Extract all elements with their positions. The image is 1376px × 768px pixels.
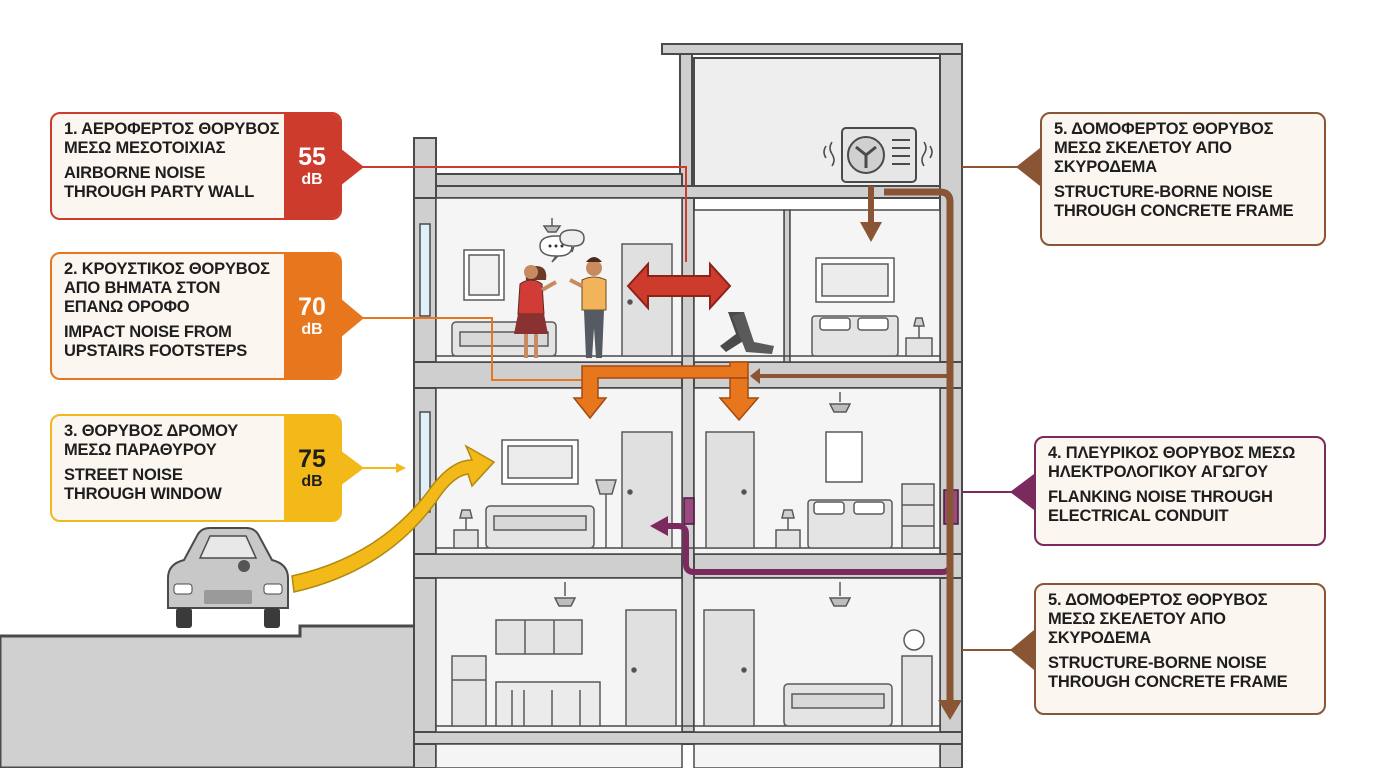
callout-impact-noise: 2. ΚΡΟΥΣΤΙΚΟΣ ΘΟΡΥΒΟΣ ΑΠΟ ΒΗΜΑΤΑ ΣΤΟΝ ΕΠ…: [50, 252, 342, 380]
living-room-lower: [703, 582, 933, 727]
callout-english-text: STRUCTURE-BORNE NOISE THROUGH CONCRETE F…: [1048, 654, 1288, 691]
ground: [0, 624, 418, 768]
decibel-unit: dB: [301, 320, 323, 338]
airborne-noise-path: [340, 166, 732, 311]
callout-greek-text: 5. ΔΟΜΟΦΕΡΤΟΣ ΘΟΡΥΒΟΣ ΜΕΣΩ ΣΚΕΛΕΤΟΥ ΑΠΟ …: [1054, 120, 1274, 176]
bedroom-middle: [705, 392, 935, 549]
callout-pointers: [340, 148, 1040, 670]
decibel-value: 75: [298, 444, 326, 473]
callout-english-text: AIRBORNE NOISE THROUGH PARTY WALL: [64, 164, 255, 201]
callout-greek-text: 3. ΘΟΡΥΒΟΣ ΔΡΟΜΟΥ ΜΕΣΩ ΠΑΡΑΘΥΡΟΥ: [64, 422, 239, 459]
callout-street-noise: 3. ΘΟΡΥΒΟΣ ΔΡΟΜΟΥ ΜΕΣΩ ΠΑΡΑΘΥΡΟΥ STREET …: [50, 414, 342, 522]
decibel-value: 55: [298, 142, 326, 171]
callout-structure-borne-noise-bottom: 5. ΔΟΜΟΦΕΡΤΟΣ ΘΟΡΥΒΟΣ ΜΕΣΩ ΣΚΕΛΕΤΟΥ ΑΠΟ …: [1034, 583, 1326, 715]
callout-greek-text: 2. ΚΡΟΥΣΤΙΚΟΣ ΘΟΡΥΒΟΣ ΑΠΟ ΒΗΜΑΤΑ ΣΤΟΝ ΕΠ…: [64, 260, 270, 316]
speech-bubble-icon: [539, 229, 585, 263]
decibel-badge: 70 dB: [284, 254, 340, 378]
decibel-value: 70: [298, 292, 326, 321]
air-conditioner-icon: [823, 127, 933, 183]
footsteps-icon: [720, 312, 774, 354]
callout-structure-borne-noise-top: 5. ΔΟΜΟΦΕΡΤΟΣ ΘΟΡΥΒΟΣ ΜΕΣΩ ΣΚΕΛΕΤΟΥ ΑΠΟ …: [1040, 112, 1326, 246]
decibel-badge: 75 dB: [284, 416, 340, 520]
callout-airborne-noise: 1. ΑΕΡΟΦΕΡΤΟΣ ΘΟΡΥΒΟΣ ΜΕΣΩ ΜΕΣΟΤΟΙΧΙΑΣ A…: [50, 112, 342, 220]
car-icon: [167, 527, 289, 628]
callout-english-text: IMPACT NOISE FROM UPSTAIRS FOOTSTEPS: [64, 323, 248, 360]
decibel-badge: 55 dB: [284, 114, 340, 218]
living-room-middle: [453, 431, 673, 549]
callout-english-text: STRUCTURE-BORNE NOISE THROUGH CONCRETE F…: [1054, 183, 1294, 220]
people-talking: [514, 257, 607, 358]
decibel-unit: dB: [301, 170, 323, 188]
callout-english-text: FLANKING NOISE THROUGH ELECTRICAL CONDUI…: [1048, 488, 1273, 525]
impact-noise-path: [340, 317, 760, 422]
callout-flanking-noise: 4. ΠΛΕΥΡΙΚΟΣ ΘΟΡΥΒΟΣ ΜΕΣΩ ΗΛΕΚΤΡΟΛΟΓΙΚΟΥ…: [1034, 436, 1326, 546]
callout-english-text: STREET NOISE THROUGH WINDOW: [64, 466, 222, 503]
kitchen-lower: [451, 582, 677, 727]
structure-borne-noise-path: [750, 166, 1040, 720]
living-room-upper: [451, 218, 673, 357]
callout-greek-text: 4. ΠΛΕΥΡΙΚΟΣ ΘΟΡΥΒΟΣ ΜΕΣΩ ΗΛΕΚΤΡΟΛΟΓΙΚΟΥ…: [1048, 444, 1296, 481]
decibel-unit: dB: [301, 472, 323, 490]
callout-greek-text: 1. ΑΕΡΟΦΕΡΤΟΣ ΘΟΡΥΒΟΣ ΜΕΣΩ ΜΕΣΟΤΟΙΧΙΑΣ: [64, 120, 280, 157]
callout-greek-text: 5. ΔΟΜΟΦΕΡΤΟΣ ΘΟΡΥΒΟΣ ΜΕΣΩ ΣΚΕΛΕΤΟΥ ΑΠΟ …: [1048, 591, 1268, 647]
bedroom-upper: [811, 257, 933, 357]
